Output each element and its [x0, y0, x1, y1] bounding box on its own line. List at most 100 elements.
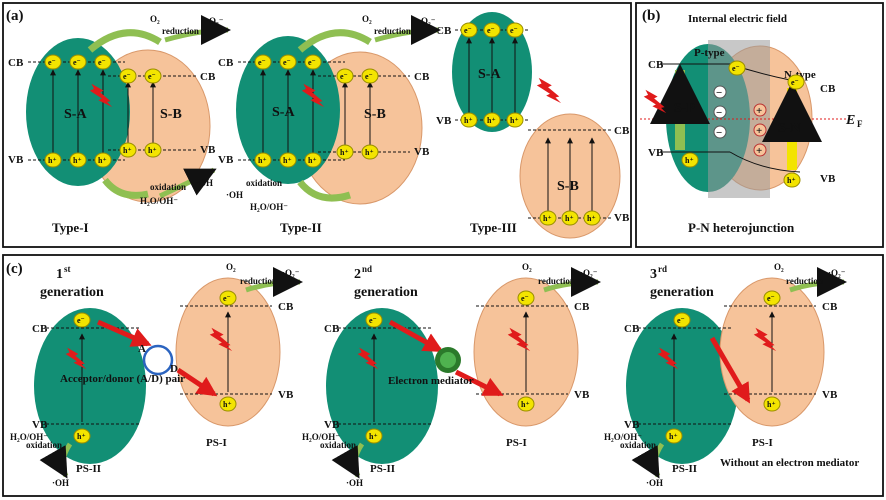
panel-b-label: (b) — [642, 8, 660, 24]
electron-label: e⁻ — [48, 58, 56, 67]
hole-token — [336, 144, 354, 160]
electron-token — [44, 54, 62, 70]
type-1-caption: Type-I — [52, 220, 89, 235]
reduction-text: reduction — [374, 26, 411, 36]
internal-field-label: Internal electric field — [688, 13, 787, 25]
o2-text: O₂ — [362, 14, 372, 24]
hole-label: h⁺ — [543, 214, 552, 223]
hole-token — [73, 428, 91, 444]
hole-label: h⁺ — [587, 214, 596, 223]
hole-token — [763, 396, 781, 412]
water-text: H₂O/OH⁻ — [604, 432, 642, 442]
vb-text: VB — [200, 144, 216, 156]
electron-label: e⁻ — [77, 316, 85, 325]
hole-label: h⁺ — [148, 146, 157, 155]
sb-label: S-B — [557, 179, 579, 194]
electron-token — [763, 290, 781, 306]
hole-label: h⁺ — [340, 148, 349, 157]
hole-label: h⁺ — [223, 400, 232, 409]
ptype-label: P-type — [694, 47, 725, 59]
electron-token — [119, 68, 137, 84]
electron-token — [460, 22, 478, 38]
hole-token — [94, 152, 112, 168]
gen2-suffix: nd — [362, 264, 372, 274]
vb-text: VB — [414, 146, 430, 158]
cb-text: CB — [624, 323, 640, 335]
hole-label: h⁺ — [73, 156, 82, 165]
acceptor-label: A — [138, 343, 146, 355]
cb-text: CB — [648, 59, 664, 71]
hole-label: h⁺ — [487, 116, 496, 125]
electron-token — [361, 68, 379, 84]
type-2-diagram: S-A S-B CB VB CB VB — [218, 29, 430, 205]
gen3-suffix: rd — [658, 264, 667, 274]
green-arc — [102, 177, 149, 199]
hole-token — [460, 112, 478, 128]
electron-label: e⁻ — [767, 294, 775, 303]
gen3-number: 3 — [650, 267, 657, 282]
hole-label: h⁺ — [510, 116, 519, 125]
oxidation-text: oxidation — [26, 440, 62, 450]
electron-label: e⁻ — [365, 72, 373, 81]
hole-label: h⁺ — [685, 156, 694, 165]
electron-label: e⁻ — [123, 72, 131, 81]
panel-c-label: (c) — [6, 261, 23, 277]
negative-charge-icon: − — [716, 107, 722, 119]
gen2-number: 2 — [354, 267, 361, 282]
electron-label: e⁻ — [308, 58, 316, 67]
gen3-label: generation — [650, 285, 714, 300]
gen2-diagram: Electron mediator CB VB CB VB PS-I PS-II… — [302, 262, 601, 488]
ps1-label: PS-I — [206, 437, 227, 449]
electron-label: e⁻ — [464, 26, 472, 35]
sa-label: S-A — [478, 67, 501, 82]
electron-label: e⁻ — [98, 58, 106, 67]
hydroxyl-text: ·OH — [52, 478, 69, 488]
electron-label: e⁻ — [223, 294, 231, 303]
electron-label: e⁻ — [791, 78, 799, 87]
superoxide-text: ·O₂⁻ — [828, 268, 846, 278]
electron-token — [365, 312, 383, 328]
hole-token — [783, 172, 801, 188]
electron-label: e⁻ — [677, 316, 685, 325]
reduction-text: reduction — [786, 276, 823, 286]
electron-label: e⁻ — [258, 58, 266, 67]
gen1-diagram: A D Acceptor/donor (A/D) pair CB VB CB V… — [10, 262, 303, 488]
redox-labels-a: O₂ reduction ·O₂⁻ oxidation ·OH H₂O/OH⁻ … — [140, 14, 441, 212]
cb-text: CB — [414, 71, 430, 83]
electron-label: e⁻ — [510, 26, 518, 35]
electron-label: e⁻ — [732, 64, 740, 73]
electron-label: e⁻ — [73, 58, 81, 67]
electron-token — [254, 54, 272, 70]
hydroxyl-text: ·OH — [646, 478, 663, 488]
hole-token — [279, 152, 297, 168]
vb-text: VB — [614, 212, 630, 224]
hole-token — [665, 428, 683, 444]
vb-text: VB — [32, 419, 48, 431]
pn-heterojunction-diagram: Internal electric field − − − + + + P-ty… — [640, 13, 863, 235]
fermi-level-subscript: F — [857, 119, 863, 129]
oxidation-text: oxidation — [620, 440, 656, 450]
oxidation-text: oxidation — [150, 182, 186, 192]
hole-label: h⁺ — [767, 400, 776, 409]
vb-text: VB — [8, 154, 24, 166]
cb-text: CB — [574, 301, 590, 313]
light-bolt-icon — [536, 77, 562, 104]
reduction-text: reduction — [162, 26, 199, 36]
charge-carriers: e⁻ e⁻ e⁻ e⁻ e⁻ h⁺ h⁺ h⁺ h⁺ h⁺ e⁻ e⁻ e⁻ e⁻ e⁻ h⁺ h⁺ h⁺ h⁺ h⁺… — [44, 22, 805, 444]
hole-token — [219, 396, 237, 412]
hole-label: h⁺ — [123, 146, 132, 155]
hole-label: h⁺ — [308, 156, 317, 165]
gen3-diagram: CB VB CB VB PS-I PS-II Without an electr… — [604, 262, 859, 488]
ps2-label: PS-II — [76, 463, 101, 475]
hole-label: h⁺ — [77, 432, 86, 441]
superoxide-text: ·O₂⁻ — [580, 268, 598, 278]
oxidation-text: oxidation — [320, 440, 356, 450]
hole-token — [583, 210, 601, 226]
hole-token — [681, 152, 699, 168]
type-1-diagram: S-A S-B CB VB CB VB — [8, 29, 216, 203]
electron-token — [517, 290, 535, 306]
cb-text: CB — [614, 125, 630, 137]
o2-text: O₂ — [150, 14, 160, 24]
cb-text: CB — [820, 83, 836, 95]
cb-text: CB — [200, 71, 216, 83]
